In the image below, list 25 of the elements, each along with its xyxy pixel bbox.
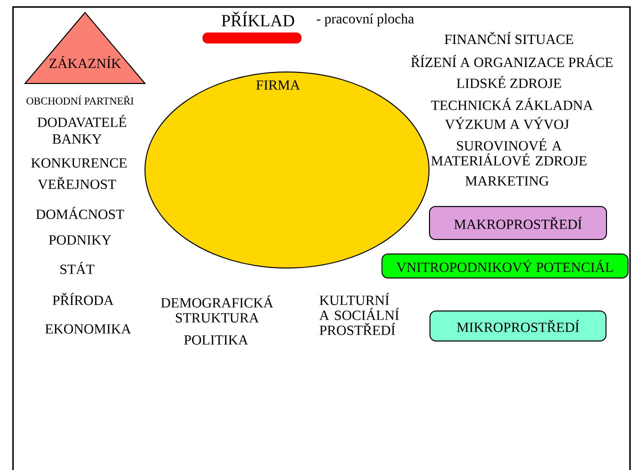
label: VÝZKUM A VÝVOJ — [444, 116, 569, 130]
label: OBCHODNÍ PARTNEŘI — [26, 95, 134, 105]
label: KONKURENCE — [31, 158, 127, 168]
label: LIDSKÉ ZDROJE — [456, 76, 561, 88]
label: PŘÍRODA — [52, 292, 114, 306]
label: - pracovní plocha — [316, 14, 414, 26]
label: PODNIKY — [48, 235, 112, 245]
label: MARKETING — [465, 176, 549, 186]
label: EKONOMIKA — [45, 324, 132, 334]
label: DEMOGRAFICKÁ STRUKTURA — [161, 295, 274, 323]
label: VEŘEJNOST — [38, 176, 116, 190]
rounded-box: VNITROPODNIKOVÝ POTENCIÁL — [382, 254, 628, 278]
label: DOMÁCNOST — [36, 206, 124, 220]
label: STÁT — [60, 262, 94, 274]
label: FINANČNÍ SITUACE — [444, 32, 574, 44]
label: ŘÍZENÍ A ORGANIZACE PRÁCE — [411, 54, 613, 68]
title: PŘÍKLAD — [222, 12, 294, 26]
label: DODAVATELÉ — [38, 114, 126, 128]
label: SUROVINOVÉ A MATERIÁLOVÉ ZDROJE — [431, 138, 586, 166]
rounded-box: MIKROPROSTŘEDÍ — [430, 310, 606, 342]
bar — [202, 32, 302, 44]
rounded-box: MAKROPROSTŘEDÍ — [429, 206, 607, 240]
label: POLITIKA — [184, 335, 248, 345]
label: BANKY — [52, 134, 102, 144]
label: KULTURNÍ A SOCIÁLNÍ PROSTŘEDÍ — [319, 292, 399, 336]
